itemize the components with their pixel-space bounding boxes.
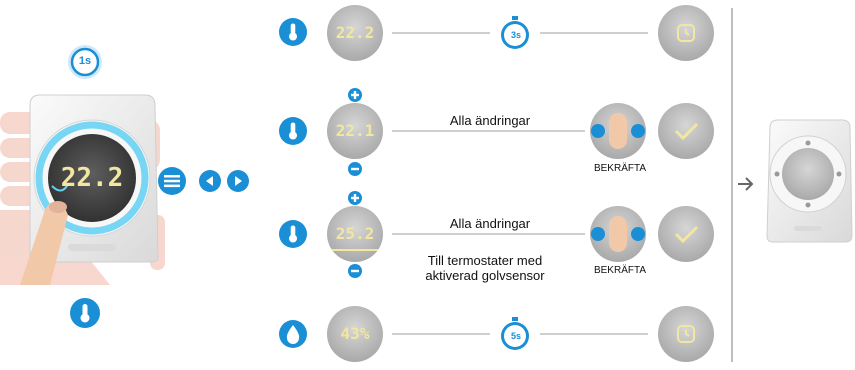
row-2: [279, 88, 714, 176]
humidity-icon: [279, 320, 307, 348]
thermometer-icon: [279, 117, 307, 145]
confirm-dial: [658, 206, 714, 262]
arrow-left-icon: [199, 170, 221, 192]
minus-icon: [348, 264, 362, 278]
display-dial: [327, 103, 383, 159]
hold-time-label: 1s: [78, 55, 92, 67]
finger-press: [20, 201, 68, 285]
arrow-right-icon: [227, 170, 249, 192]
device-display: 22.2: [60, 163, 124, 193]
row-2-display: 22.1: [335, 121, 375, 140]
row-3-note-line1: Till termostater med: [427, 253, 543, 268]
minus-icon: [348, 162, 362, 176]
thermometer-icon: [279, 18, 307, 46]
row-4: [279, 306, 714, 362]
row-3-display: 25.2: [335, 224, 375, 243]
row-3-confirm-label: BEKRÄFTA: [593, 265, 647, 276]
row-3-note-line2: aktiverad golvsensor: [425, 268, 545, 283]
clock-icon: [677, 325, 695, 343]
row-1: [279, 5, 714, 61]
floor-sensor-underline: [332, 249, 378, 251]
confirm-press-dial: [590, 103, 646, 159]
checkmark-icon: [674, 122, 699, 141]
display-dial: [327, 206, 383, 262]
thermostat-dial: [48, 134, 136, 222]
result-arrow-icon: [738, 177, 754, 191]
thermostat-result: [766, 119, 853, 243]
thermometer-icon: [70, 298, 100, 328]
confirm-press-dial: [590, 206, 646, 262]
row-3-label: Alla ändringar: [449, 216, 531, 231]
row-2-label: Alla ändringar: [449, 113, 531, 128]
confirm-dial: [658, 103, 714, 159]
row-3: [279, 191, 714, 278]
display-dial: [327, 306, 383, 362]
plus-icon: [348, 88, 362, 102]
clock-icon: [677, 24, 695, 42]
row-4-display: 43%: [340, 324, 370, 343]
row-2-confirm-label: BEKRÄFTA: [593, 163, 647, 174]
checkmark-icon: [674, 225, 699, 244]
active-ring: [35, 121, 149, 235]
display-dial: [327, 5, 383, 61]
plus-icon: [348, 191, 362, 205]
menu-icon: [158, 167, 186, 195]
hold-1s-badge: [68, 45, 102, 79]
stopwatch-icon: [501, 317, 529, 350]
row-1-display: 22.2: [335, 23, 375, 42]
stopwatch-icon: [501, 16, 529, 49]
row-4-timer-label: 5s: [510, 331, 521, 341]
thermometer-icon: [279, 220, 307, 248]
row-1-timer-label: 3s: [510, 30, 521, 40]
